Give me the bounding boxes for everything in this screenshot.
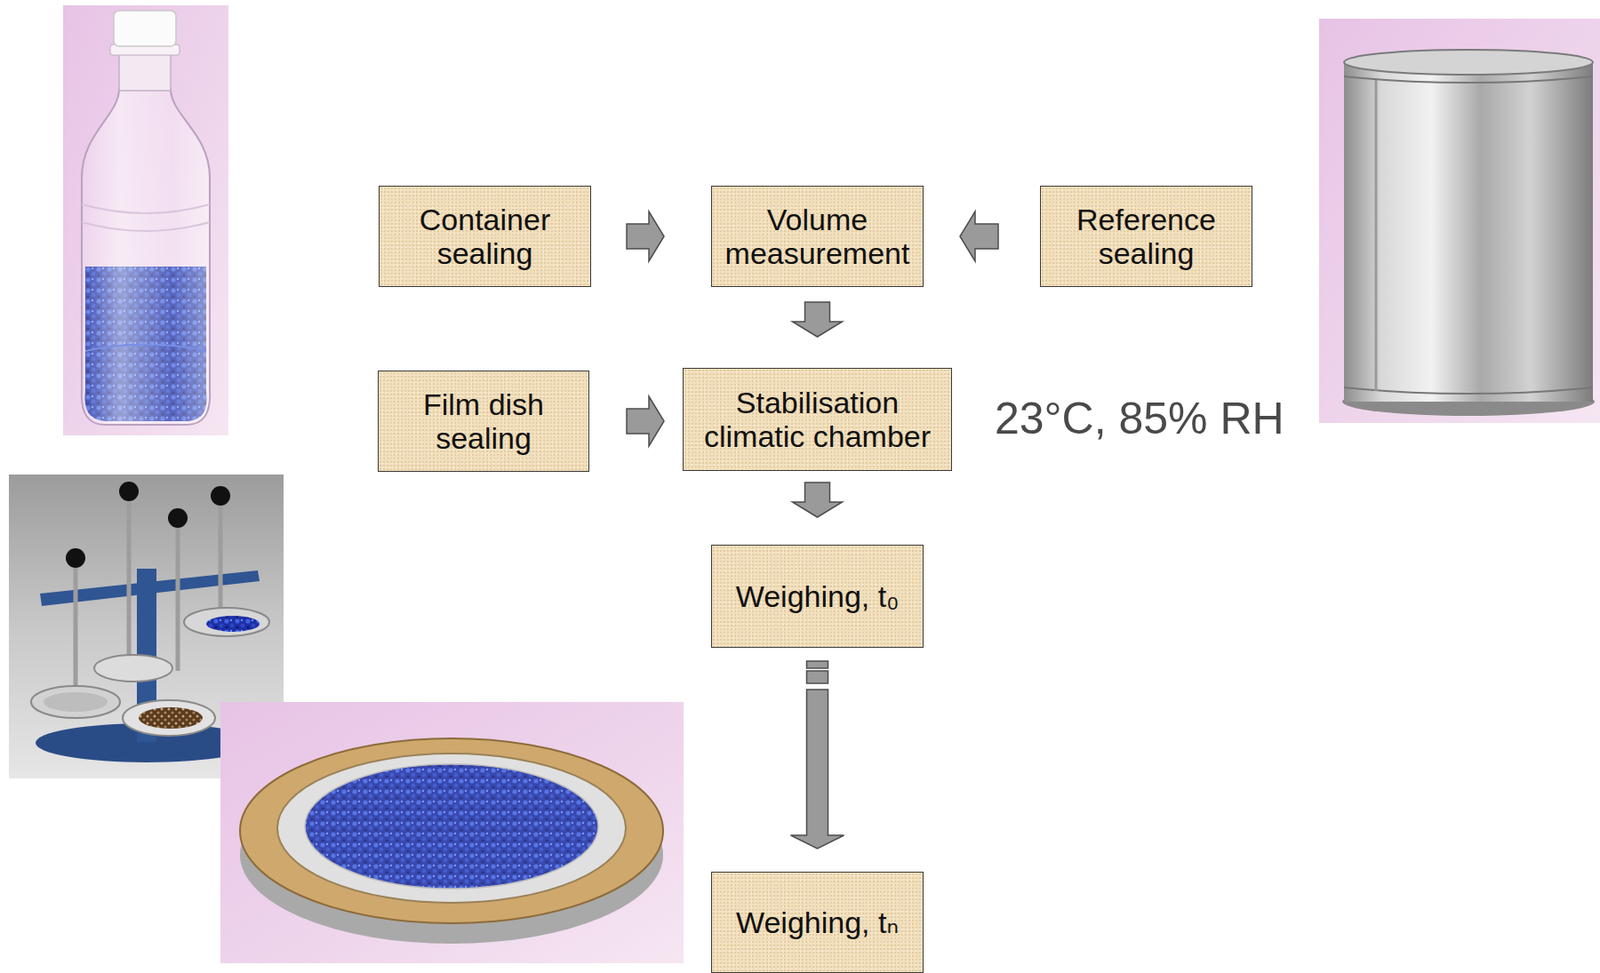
stand-pole [218, 497, 224, 614]
test-dish [184, 608, 270, 637]
stand-pole [127, 493, 132, 663]
can-body [1344, 62, 1593, 402]
test-dish [122, 700, 216, 736]
block-arrow [791, 661, 845, 849]
block-arrow [960, 211, 999, 262]
stand-knob [168, 508, 188, 528]
bottle-photo [63, 5, 229, 436]
desiccant-granules [304, 764, 599, 889]
process-box: Reference sealing [1040, 185, 1253, 288]
can-rim [1344, 76, 1593, 394]
process-box: Stabilisation climatic chamber [682, 368, 952, 472]
box-label: Weighing, t₀ [736, 579, 900, 614]
can-photo [1319, 18, 1600, 424]
desiccant-granules [206, 616, 260, 632]
stand-arm [40, 570, 260, 607]
box-label: Volume measurement [715, 202, 920, 271]
test-dish [31, 686, 120, 719]
process-box: Container sealing [378, 185, 592, 288]
block-arrow [792, 482, 843, 518]
process-box: Volume measurement [711, 185, 924, 288]
dish-rim [240, 738, 664, 924]
box-label: Stabilisation climatic chamber [687, 385, 948, 454]
box-label: Film dish sealing [382, 387, 585, 456]
bottle-ridge [81, 204, 210, 232]
photo-ground [1319, 18, 1600, 424]
box-label: Weighing, tₙ [736, 905, 899, 940]
bottle-cap [113, 10, 176, 47]
desiccant-granules [138, 707, 203, 729]
condition-note: 23°C, 85% RH [994, 392, 1285, 445]
process-box: Film dish sealing [377, 370, 590, 472]
block-arrow [626, 211, 664, 262]
stand-knob [210, 486, 231, 506]
box-label: Reference sealing [1044, 202, 1248, 271]
photo-ground [63, 5, 229, 436]
box-label: Container sealing [383, 202, 587, 271]
test-film [304, 764, 599, 889]
test-dish-film [43, 692, 108, 712]
film-dish-photo [220, 702, 684, 964]
process-box: Weighing, t₀ [711, 544, 924, 648]
test-dish [94, 655, 173, 682]
bottle-body [81, 88, 210, 425]
can-seam [1375, 80, 1378, 392]
stand-knob [65, 548, 86, 568]
process-box: Weighing, tₙ [711, 872, 924, 973]
stand-pole [73, 560, 79, 694]
bottle-ridge [85, 344, 207, 352]
bottle-neck [119, 53, 171, 91]
stand-knob [119, 481, 139, 502]
block-arrow [626, 396, 664, 447]
photo-ground [220, 702, 684, 964]
can-lid [1344, 49, 1593, 75]
stand-pole [176, 520, 181, 672]
dish-ring [277, 753, 626, 904]
block-arrow [792, 302, 843, 337]
